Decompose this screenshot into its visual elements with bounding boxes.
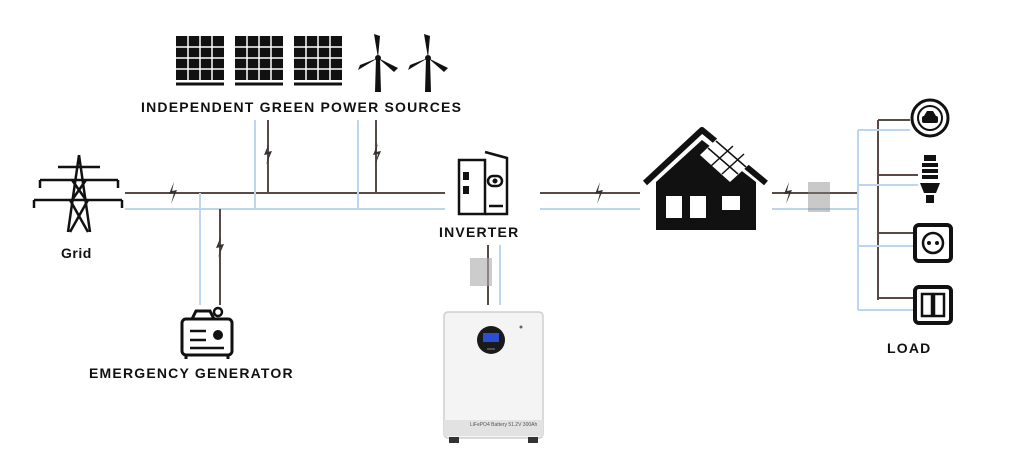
solar-panel-icon [235,36,283,86]
light-switch-icon [913,285,953,325]
house-icon [642,127,768,230]
connection-lines [125,119,918,311]
transmission-tower-icon [32,154,124,233]
inverter-label: INVERTER [439,224,520,240]
grid-label: Grid [61,245,92,261]
light-bulb-icon [920,155,940,203]
generator-label: EMERGENCY GENERATOR [89,365,294,381]
battery-unit: LiFePO4 Battery 51.2V 300Ah [443,311,544,443]
generator-icon [180,306,234,359]
inverter-icon [457,150,509,216]
power-socket-icon [913,223,953,263]
connector-blur [470,258,492,286]
load-label: LOAD [887,340,932,356]
battery-label: LiFePO4 Battery 51.2V 300Ah [470,422,537,428]
solar-panel-icon [294,36,342,86]
wind-turbine-icon [408,34,448,92]
connector-blur [808,182,830,212]
solar-panel-icon [176,36,224,86]
wind-turbine-icon [358,34,398,92]
sources-label: INDEPENDENT GREEN POWER SOURCES [141,99,463,115]
ev-charger-icon [910,98,950,138]
